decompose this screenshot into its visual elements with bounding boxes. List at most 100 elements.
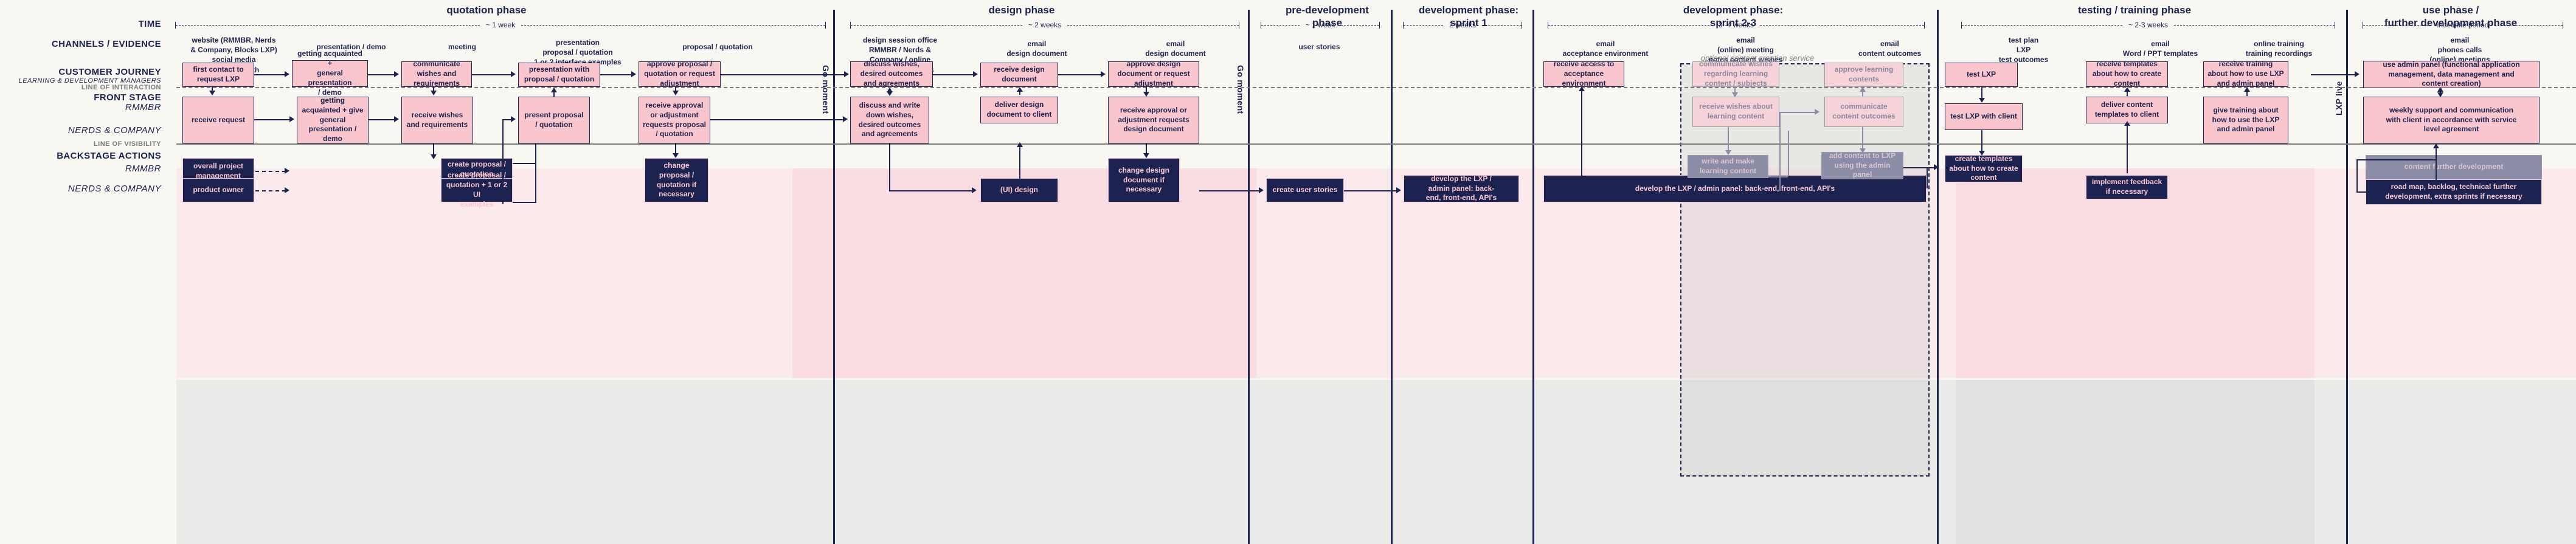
connector-fs-bs-receive-wishes	[433, 143, 434, 157]
arrow-fs-bs-change-design	[1143, 153, 1149, 158]
channel-meeting: meeting	[448, 43, 476, 51]
fs-box-getting-acquainted[interactable]: getting acquainted + give general presen…	[297, 96, 369, 143]
bs-box-change-design-doc[interactable]: change design document if necessary	[1108, 158, 1180, 202]
bs-box-create-proposal-ui[interactable]: create proposal / quotation + 1 or 2 UI …	[441, 171, 513, 208]
fs-box-deliver-templates[interactable]: deliver content templates to client	[2086, 97, 2168, 123]
arrow-fs-cj-training	[2244, 87, 2250, 92]
bs-box-develop-sprint1[interactable]: develop the LXP / admin panel: back- end…	[1404, 174, 1519, 202]
connector-bs-write-to-add	[1862, 127, 1863, 148]
fs-box-give-training[interactable]: give training about how to use the LXP a…	[2203, 97, 2288, 143]
bs-box-product-owner[interactable]: product owner	[182, 178, 254, 202]
fs-box-present-proposal[interactable]: present proposal / quotation	[518, 97, 590, 143]
channel-user-stories: user stories	[1298, 43, 1340, 51]
connector-bs-pm-dotted	[255, 171, 286, 172]
fs-box-receive-learning-wishes[interactable]: receive wishes about learning content	[1692, 97, 1779, 127]
cj-box-discuss-wishes[interactable]: discuss wishes, desired outcomes and agr…	[850, 60, 933, 88]
fs-box-discuss-write-wishes[interactable]: discuss and write down wishes, desired o…	[850, 97, 929, 143]
bs-box-write-learning-content[interactable]: write and make learning content	[1688, 155, 1768, 178]
bs-box-add-content-admin-panel[interactable]: add content to LXP using the admin panel	[1821, 151, 1903, 179]
channel-email-acceptance-env: email acceptance environment	[1562, 40, 1649, 58]
cj-box-communicate-wishes[interactable]: communicate wishes and requirements	[401, 60, 472, 88]
bs-box-create-user-stories[interactable]: create user stories	[1266, 178, 1344, 202]
channel-presentation-demo: presentation / demo	[316, 43, 386, 51]
cj-box-receive-access[interactable]: receive access to acceptance environment	[1543, 60, 1624, 88]
fs-box-receive-wishes[interactable]: receive wishes and requirements	[401, 97, 473, 143]
arrow-bs-fs-weekly-support	[2433, 143, 2439, 148]
cj-box-receive-training[interactable]: receive training about how to use LXP an…	[2203, 60, 2288, 88]
fs-box-deliver-design-doc[interactable]: deliver design document to client	[980, 97, 1058, 123]
arrow-cj-fs-test	[1979, 98, 1985, 103]
front-stage-org-rmmbr: RMMBR	[125, 102, 161, 112]
cj-box-first-contact[interactable]: first contact to request LXP	[182, 63, 254, 87]
fs-box-receive-request[interactable]: receive request	[182, 97, 254, 143]
bs-box-ui-design[interactable]: (UI) design	[980, 178, 1058, 202]
bs-box-implement-feedback[interactable]: implement feedback if necessary	[2086, 175, 2168, 199]
cj-box-communicate-learning-wishes[interactable]: communicate wishes regarding learning co…	[1692, 60, 1779, 88]
cj-box-approve-design-doc[interactable]: approve design document or request adjus…	[1108, 60, 1199, 88]
cj-box-approve-proposal[interactable]: approve proposal / quotation or request …	[639, 60, 721, 88]
time-axis-use: indefinite period	[2363, 21, 2564, 29]
channel-email-content-outcomes: email content outcomes	[1858, 40, 1922, 58]
arrow-cj-5	[844, 71, 849, 77]
connector-cj-fs-1	[212, 87, 213, 92]
phase-divider-5	[1937, 10, 1939, 544]
arrow-bs-predev-in	[1259, 187, 1264, 193]
bs-box-road-map-backlog[interactable]: road map, backlog, technical further dev…	[2366, 179, 2542, 205]
fs-box-communicate-content-outcomes[interactable]: communicate content outcomes	[1824, 97, 1903, 127]
fs-box-weekly-support[interactable]: weekly support and communication with cl…	[2363, 97, 2540, 143]
cj-box-getting-acquainted[interactable]: getting acquainted + general presentatio…	[292, 49, 368, 97]
arrow-cj-7	[1101, 71, 1106, 77]
front-stage-org-nerds: NERDS & COMPANY	[68, 125, 161, 136]
bs-box-create-proposal[interactable]: create proposal / quotation	[441, 158, 513, 181]
arrow-cj-fs-use	[2437, 92, 2443, 97]
arrow-bs-userstories-to-dev	[1396, 187, 1401, 193]
customer-journey-band-dev	[1256, 168, 1956, 378]
cj-box-receive-design-doc[interactable]: receive design document	[980, 63, 1058, 87]
fs-box-receive-approval[interactable]: receive approval or adjustment requests …	[639, 97, 710, 143]
fs-box-test-lxp-with-client[interactable]: test LXP with client	[1945, 103, 2023, 130]
time-row-label: TIME	[138, 19, 161, 29]
arrow-cj-fs-2	[431, 91, 437, 95]
bs-box-content-further-development[interactable]: content further development	[2366, 155, 2542, 179]
arrow-fs-2	[394, 116, 399, 122]
front-stage-row-label: FRONT STAGE	[94, 92, 161, 103]
channel-proposal-quotation: proposal / quotation	[682, 43, 753, 51]
connector-fs-4	[710, 119, 844, 120]
cj-box-use-admin-panel[interactable]: use admin panel (functional application …	[2363, 60, 2540, 88]
connector-cj-fs-2	[433, 87, 434, 92]
cj-box-test-lxp[interactable]: test LXP	[1945, 63, 2018, 87]
connector-bs-roadmap-loop-h	[2356, 191, 2436, 193]
customer-journey-row-label: CUSTOMER JOURNEY LEARNING & DEVELOPMENT …	[18, 67, 161, 85]
channel-email-templates: email Word / PPT templates	[2122, 40, 2198, 58]
connector-bs-create-proposal-ui-out	[513, 202, 535, 203]
time-axis-design: ~ 2 weeks	[850, 21, 1239, 29]
connector-fs-cj-3	[553, 91, 555, 97]
connector-fs-1	[254, 119, 291, 120]
cj-box-receive-templates[interactable]: receive templates about how to create co…	[2086, 60, 2168, 88]
connector-fs-3-riser	[502, 119, 504, 204]
go-moment-label-2: Go moment	[1236, 64, 1245, 114]
line-of-interaction-rule	[176, 87, 2576, 88]
cj-box-approve-learning-contents[interactable]: approve learning contents	[1824, 63, 1903, 87]
cj-box-presentation-proposal[interactable]: presentation with proposal / quotation	[518, 63, 600, 87]
arrow-fs-cj-3	[551, 88, 557, 92]
arrow-fs-learning-to-outcomes	[1815, 109, 1819, 115]
arrow-bs-pm-dotted	[285, 168, 289, 174]
arrow-cj-4	[631, 71, 636, 77]
arrow-fs-bs-create-templates	[1979, 151, 1985, 156]
connector-use-phase-in	[2311, 74, 2356, 75]
arrow-bs-add-to-templates	[1934, 164, 1939, 170]
line-of-visibility-label: LINE OF VISIBILITY	[93, 140, 161, 148]
bs-box-create-templates[interactable]: create templates about how to create con…	[1945, 154, 2023, 182]
arrow-fs-cj-access	[1579, 86, 1585, 91]
arrow-cj-6	[973, 71, 978, 77]
connector-bs-add-to-templates	[1903, 167, 1939, 168]
channel-email-design-document-2: email design document	[1145, 40, 1206, 58]
arrow-cj-fs-1	[209, 91, 215, 95]
arrow-use-phase-in	[2355, 71, 2360, 77]
phase-divider-6	[2346, 10, 2348, 544]
bs-box-change-proposal[interactable]: change proposal / quotation if necessary	[645, 158, 708, 202]
arrow-cj-fs-4	[673, 91, 679, 95]
fs-box-receive-approval-design[interactable]: receive approval or adjustment requests …	[1108, 97, 1199, 143]
